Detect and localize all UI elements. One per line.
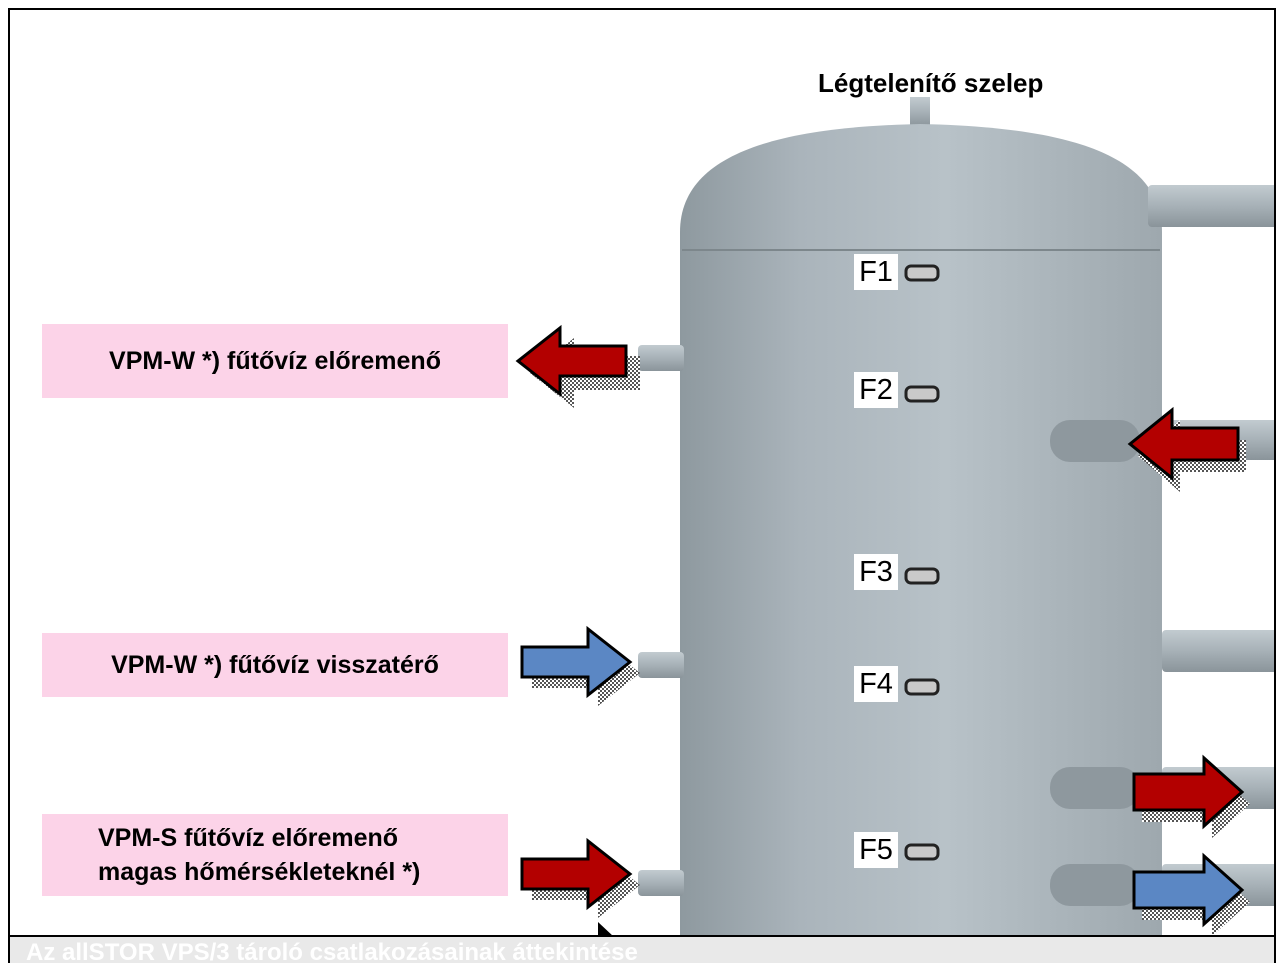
connection-label-heating-return: VPM-W *) fűtővíz visszatérő bbox=[42, 633, 508, 697]
arrow-right-5-out bbox=[1132, 852, 1250, 936]
caption-bar: Az allSTOR VPS/3 tároló csatlakozásainak… bbox=[8, 935, 1276, 963]
sensor-label-f1: F1 bbox=[854, 254, 898, 290]
diagram-frame: Légtelenítő szelep F1 F2 F3 F4 F5 VPM-W … bbox=[8, 8, 1276, 963]
left-pipe-3 bbox=[638, 870, 684, 896]
tank-body bbox=[680, 124, 1162, 962]
tank-diagram bbox=[515, 97, 1274, 962]
vent-pipe bbox=[910, 97, 930, 127]
arrow-left-1-out bbox=[515, 324, 640, 408]
connection-label-heating-flow: VPM-W *) fűtővíz előremenő bbox=[42, 324, 508, 398]
sensor-slot-f1 bbox=[904, 264, 940, 282]
arrow-left-3-in bbox=[520, 837, 640, 918]
sensor-slot-f2 bbox=[904, 385, 940, 403]
connection-label-high-temp-flow-line2: magas hőmérsékleteknél *) bbox=[98, 858, 421, 886]
figure-caption: Az allSTOR VPS/3 tároló csatlakozásainak… bbox=[26, 939, 638, 963]
right-stub-2 bbox=[1050, 420, 1140, 462]
arrow-right-2-in bbox=[1127, 406, 1246, 492]
sensor-slot-f5 bbox=[904, 843, 940, 861]
arrow-right-4-out bbox=[1132, 754, 1250, 838]
sensor-label-f4: F4 bbox=[854, 666, 898, 702]
sensor-label-f2: F2 bbox=[854, 372, 898, 408]
connection-label-high-temp-flow: VPM-S fűtővíz előremenő magas hőmérsékle… bbox=[42, 814, 508, 896]
connection-label-high-temp-flow-line1: VPM-S fűtővíz előremenő bbox=[98, 824, 399, 852]
sensor-slot-f4 bbox=[904, 678, 940, 696]
sensor-slot-f3 bbox=[904, 567, 940, 585]
connection-label-heating-flow-text: VPM-W *) fűtővíz előremenő bbox=[109, 346, 441, 375]
sensor-label-f3: F3 bbox=[854, 554, 898, 590]
left-pipe-2 bbox=[638, 652, 684, 678]
right-pipe-top bbox=[1148, 185, 1274, 227]
connection-label-heating-return-text: VPM-W *) fűtővíz visszatérő bbox=[111, 650, 439, 679]
right-stub-4 bbox=[1050, 767, 1140, 809]
right-pipe-3 bbox=[1162, 630, 1274, 672]
left-pipe-1 bbox=[638, 345, 684, 371]
connection-label-high-temp-flow-text: VPM-S fűtővíz előremenő magas hőmérsékle… bbox=[98, 821, 420, 889]
arrow-partial-bottom bbox=[598, 922, 614, 937]
vent-valve-label: Légtelenítő szelep bbox=[818, 68, 1044, 98]
sensor-label-f5: F5 bbox=[854, 832, 898, 868]
right-stub-5 bbox=[1050, 864, 1140, 906]
arrow-left-2-in bbox=[520, 625, 640, 706]
